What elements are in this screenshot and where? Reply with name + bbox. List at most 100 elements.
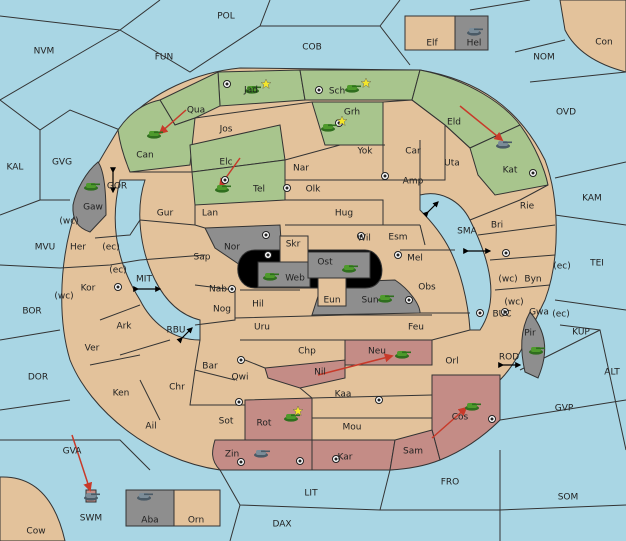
- label-bar: Bar: [202, 362, 218, 372]
- label-feu: Feu: [408, 323, 424, 333]
- label-kor: Kor: [81, 284, 96, 294]
- sea-label-nvm: NVM: [34, 47, 55, 57]
- sea-label-rod: ROD: [499, 353, 519, 363]
- sea-label-cow: Cow: [26, 527, 45, 537]
- label-can: Can: [136, 151, 154, 161]
- sea-label-gva: GVA: [63, 447, 83, 457]
- province-nil[interactable]: [264, 359, 346, 389]
- label-sun: Sun: [361, 296, 378, 306]
- label-obs: Obs: [418, 283, 436, 293]
- label-elf: Elf: [426, 39, 438, 49]
- label-aba: Aba: [141, 516, 158, 526]
- province-kat[interactable]: [469, 124, 549, 196]
- province-pir[interactable]: [521, 311, 546, 379]
- label-nil: Nil: [314, 368, 326, 378]
- province-rot[interactable]: [244, 397, 313, 441]
- label-nar: Nar: [293, 164, 309, 174]
- land-borders: [59, 99, 556, 421]
- sea-label-gvg: GVG: [52, 158, 72, 168]
- label-elc: Elc: [219, 158, 232, 168]
- sea-label-dor: DOR: [28, 373, 48, 383]
- inner-sea: [419, 193, 492, 331]
- coast-label-ec: (ec): [102, 243, 120, 253]
- label-orl: Orl: [445, 357, 458, 367]
- label-zin: Zin: [225, 450, 239, 460]
- label-eld: Eld: [447, 118, 461, 128]
- sea-label-bor: BOR: [22, 307, 41, 317]
- label-qwi: Qwi: [232, 373, 249, 383]
- sea-label-kal: KAL: [7, 163, 24, 173]
- province-gaw[interactable]: [72, 161, 107, 233]
- sea-label-mvu: MVU: [35, 243, 56, 253]
- coast-label-wc: (wc): [504, 298, 523, 308]
- sea-label-fro: FRO: [441, 478, 460, 488]
- label-gwa: Gwa: [529, 308, 549, 318]
- sea-label-sma: SMA: [457, 227, 477, 237]
- sea-label-gor: GOR: [107, 182, 127, 192]
- label-sch: Sch: [329, 87, 345, 97]
- sea-label-dax: DAX: [272, 520, 291, 530]
- province-kar[interactable]: [311, 439, 396, 471]
- label-rot: Rot: [257, 419, 272, 429]
- label-sam: Sam: [403, 447, 423, 457]
- label-orn: Orn: [188, 516, 204, 526]
- sea-label-swm: SWM: [80, 514, 102, 524]
- label-ken: Ken: [113, 389, 130, 399]
- province-orn[interactable]: [173, 489, 221, 527]
- label-tel: Tel: [252, 185, 265, 195]
- label-hug: Hug: [335, 209, 353, 219]
- label-jad: Jad: [243, 86, 258, 96]
- label-her: Her: [70, 243, 86, 253]
- label-car: Car: [405, 147, 421, 157]
- coast-label-ec: (ec): [553, 262, 571, 272]
- label-hil: Hil: [252, 300, 264, 310]
- label-yok: Yok: [356, 147, 373, 157]
- label-olk: Olk: [306, 185, 322, 195]
- sea-label-tei: TEI: [589, 259, 604, 269]
- sea-label-som: SOM: [558, 493, 579, 503]
- province-jad[interactable]: [217, 69, 306, 107]
- province-neu[interactable]: [344, 339, 433, 366]
- label-byn: Byn: [524, 275, 541, 285]
- label-neu: Neu: [368, 347, 386, 357]
- label-jos: Jos: [219, 125, 233, 135]
- sea-label-cob: COB: [302, 43, 322, 53]
- label-skr: Skr: [286, 240, 301, 250]
- label-bri: Bri: [491, 221, 503, 231]
- label-qua: Qua: [187, 106, 205, 116]
- label-lan: Lan: [202, 209, 218, 219]
- label-esm: Esm: [388, 233, 407, 243]
- label-ark: Ark: [116, 322, 132, 332]
- label-rie: Rie: [520, 202, 535, 212]
- label-nab: Nab: [209, 285, 227, 295]
- label-sap: Sap: [194, 253, 211, 263]
- label-web: Web: [285, 274, 305, 284]
- label-hel: Hel: [467, 39, 482, 49]
- sea-label-fun: FUN: [155, 53, 174, 63]
- label-kar: Kar: [338, 453, 353, 463]
- sea-label-nom: NOM: [533, 53, 555, 63]
- label-uru: Uru: [254, 323, 270, 333]
- label-ail: Ail: [145, 422, 156, 432]
- sea-label-con: Con: [595, 38, 613, 48]
- label-cos: Cos: [452, 413, 469, 423]
- sea-label-pol: POL: [217, 12, 235, 22]
- sea-label-alt: ALT: [604, 368, 620, 378]
- label-kaa: Kaa: [335, 390, 352, 400]
- sea-label-gvp: GVP: [555, 404, 574, 414]
- strait-arrows: [110, 167, 522, 368]
- label-grh: Grh: [344, 108, 360, 118]
- label-ver: Ver: [85, 344, 100, 354]
- label-amp: Amp: [403, 177, 424, 187]
- province-sam[interactable]: [389, 429, 441, 471]
- label-sot: Sot: [219, 417, 234, 427]
- province-sch[interactable]: [299, 69, 421, 101]
- label-chp: Chp: [298, 347, 316, 357]
- coast-label-wc: (wc): [59, 217, 78, 227]
- label-kat: Kat: [503, 166, 518, 176]
- province-elf[interactable]: [404, 15, 456, 51]
- province-eun[interactable]: [317, 277, 347, 307]
- label-ost: Ost: [317, 258, 333, 268]
